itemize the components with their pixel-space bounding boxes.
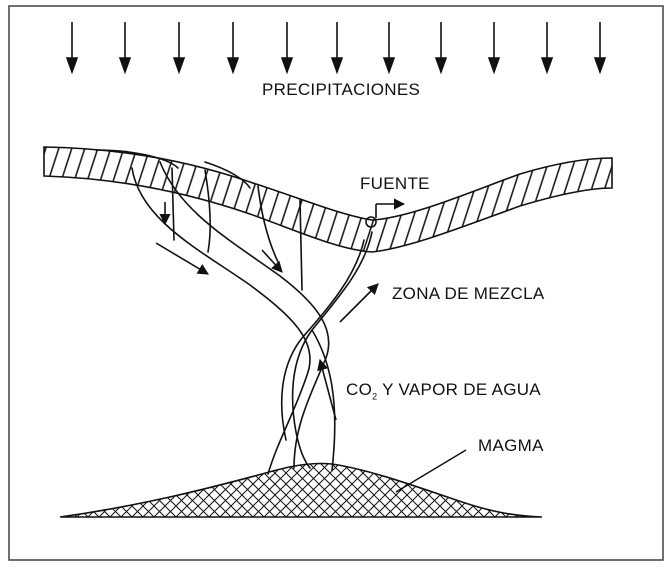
co2-label-subscript: 2 xyxy=(372,391,378,402)
surface-layer xyxy=(43,146,613,253)
magma-body xyxy=(59,462,543,518)
flow-arrows xyxy=(155,202,379,421)
magma-label: MAGMA xyxy=(478,436,544,455)
magma-leader xyxy=(395,449,467,493)
spring-marker xyxy=(365,198,406,228)
figure-frame xyxy=(8,5,664,561)
fracture-channels xyxy=(95,149,373,475)
co2-water-vapor-label: CO2 Y VAPOR DE AGUA xyxy=(346,380,541,401)
spring-label: FUENTE xyxy=(360,174,430,193)
co2-label-prefix: CO xyxy=(346,380,373,399)
precipitation-label: PRECIPITACIONES xyxy=(262,80,421,99)
mixing-zone-label: ZONA DE MEZCLA xyxy=(392,284,545,303)
co2-label-suffix: Y VAPOR DE AGUA xyxy=(377,380,541,399)
precipitation-arrows xyxy=(65,22,607,75)
